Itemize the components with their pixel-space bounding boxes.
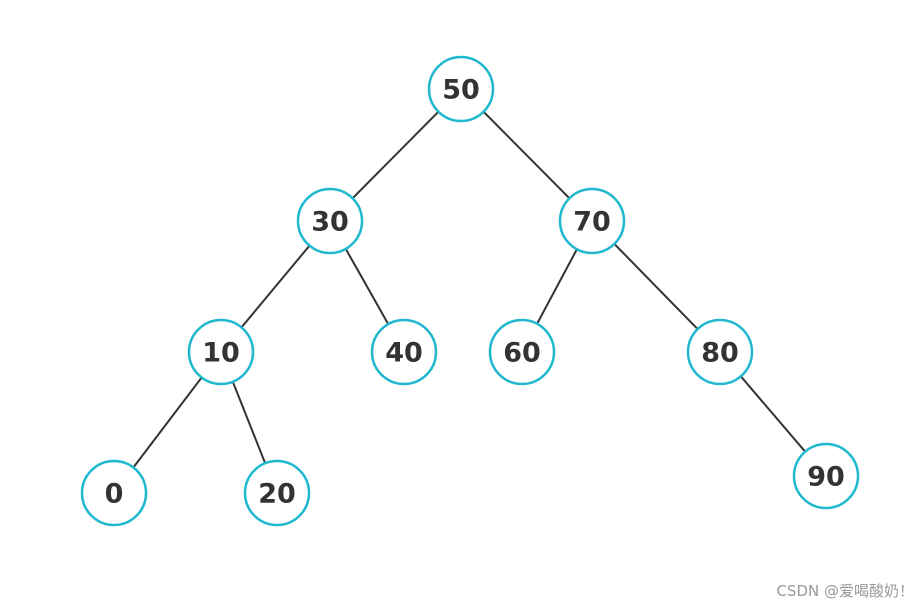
tree-node-label: 30 [311,207,349,238]
tree-node-0: 0 [80,459,148,527]
tree-node-circle [686,318,754,386]
tree-node-50: 50 [427,55,495,123]
tree-edge-n50-n70 [482,111,571,199]
tree-edge-n70-n80 [613,243,699,330]
tree-edge-n10-n0 [132,376,203,469]
tree-node-circle [427,55,495,123]
tree-node-30: 30 [296,187,364,255]
tree-node-circle [558,187,626,255]
tree-node-label: 80 [701,338,739,369]
tree-node-70: 70 [558,187,626,255]
tree-node-circle [792,442,860,510]
tree-node-60: 60 [488,318,556,386]
tree-node-circle [187,318,255,386]
tree-node-circle [488,318,556,386]
tree-edges [132,111,806,469]
tree-node-80: 80 [686,318,754,386]
tree-edge-n80-n90 [740,375,806,453]
tree-node-40: 40 [370,318,438,386]
tree-node-20: 20 [243,459,311,527]
tree-edge-n30-n40 [344,248,390,325]
tree-node-10: 10 [187,318,255,386]
tree-node-label: 60 [503,338,541,369]
tree-nodes: 50 30 70 10 40 60 80 0 20 90 [80,55,860,527]
tree-node-label: 70 [573,207,611,238]
tree-edge-n50-n30 [351,111,440,199]
tree-node-90: 90 [792,442,860,510]
tree-edge-n70-n60 [536,248,578,325]
tree-node-label: 0 [105,479,124,510]
tree-node-circle [370,318,438,386]
tree-node-label: 40 [385,338,423,369]
tree-node-circle [243,459,311,527]
tree-node-circle [296,187,364,255]
tree-node-label: 10 [202,338,240,369]
tree-edge-n30-n10 [240,244,311,329]
tree-node-circle [80,459,148,527]
tree-node-label: 90 [807,462,845,493]
tree-edge-n10-n20 [231,381,267,464]
tree-node-label: 20 [258,479,296,510]
watermark: CSDN @爱喝酸奶！ [776,582,914,600]
tree-node-label: 50 [442,75,480,106]
